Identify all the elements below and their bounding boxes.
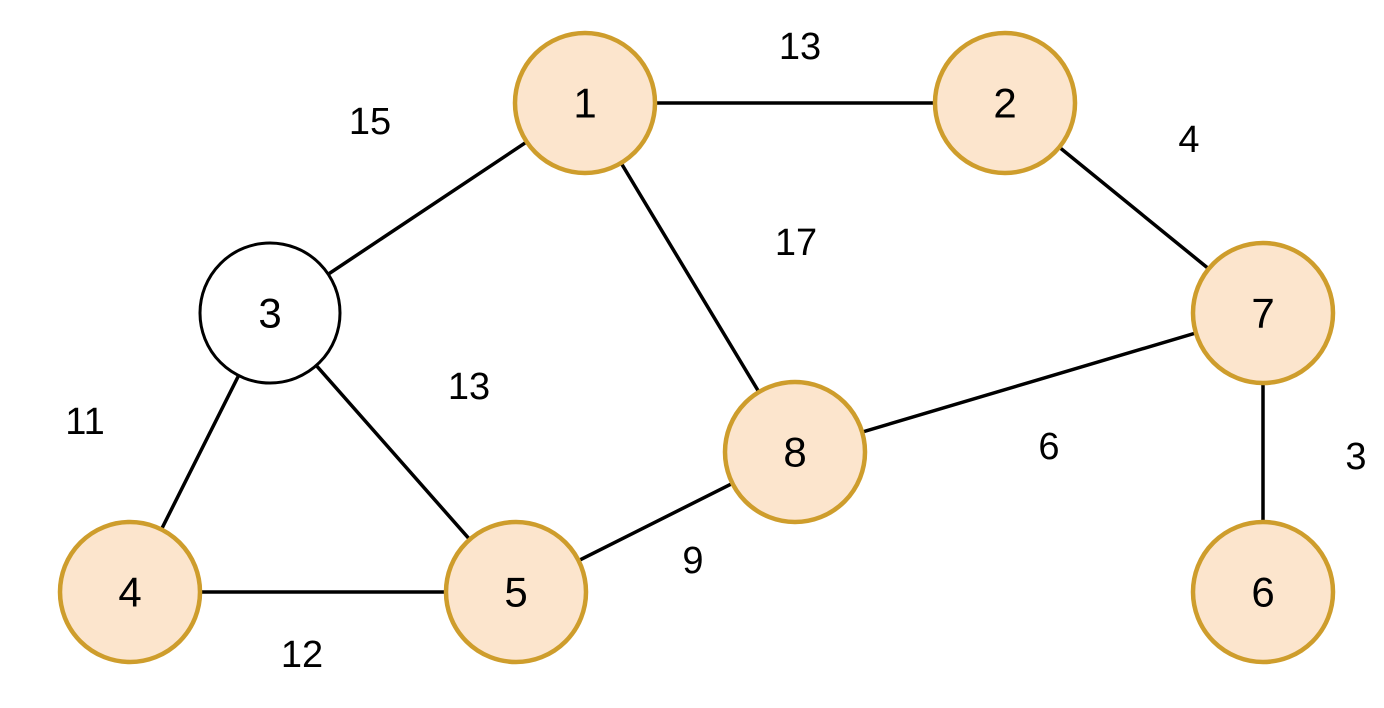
node-circle-1 <box>512 30 658 176</box>
node-circle-5 <box>443 519 589 665</box>
edge-weight-3-5: 13 <box>448 366 490 408</box>
edge-weight-1-2: 13 <box>779 26 821 68</box>
nodes-layer: 1 2 3 4 5 6 7 8 <box>57 30 1336 665</box>
node-circle-7 <box>1190 240 1336 386</box>
edge-weight-3-4: 11 <box>65 401 104 443</box>
node-circle-6 <box>1190 519 1336 665</box>
node-label-2: 2 <box>993 80 1016 127</box>
edge-weight-2-7: 4 <box>1178 119 1199 161</box>
edge-weight-5-8: 9 <box>682 540 703 582</box>
node-circle-4 <box>57 519 203 665</box>
edge-weight-1-8: 17 <box>775 222 817 264</box>
node-circle-8 <box>722 379 868 525</box>
edge-weight-8-7: 6 <box>1038 426 1059 468</box>
edge-weight-7-6: 3 <box>1345 436 1366 478</box>
node-circle-3 <box>198 241 342 385</box>
node-label-6: 6 <box>1251 569 1274 616</box>
edge-weight-1-3: 15 <box>349 101 391 143</box>
node-label-4: 4 <box>118 569 141 616</box>
node-circle-2 <box>932 30 1078 176</box>
edge-weight-4-5: 12 <box>281 634 323 676</box>
edge-8-7 <box>793 311 1265 454</box>
node-label-5: 5 <box>504 569 527 616</box>
node-label-1: 1 <box>573 80 596 127</box>
node-label-7: 7 <box>1251 290 1274 337</box>
node-label-8: 8 <box>783 429 806 476</box>
node-label-3: 3 <box>258 290 281 337</box>
